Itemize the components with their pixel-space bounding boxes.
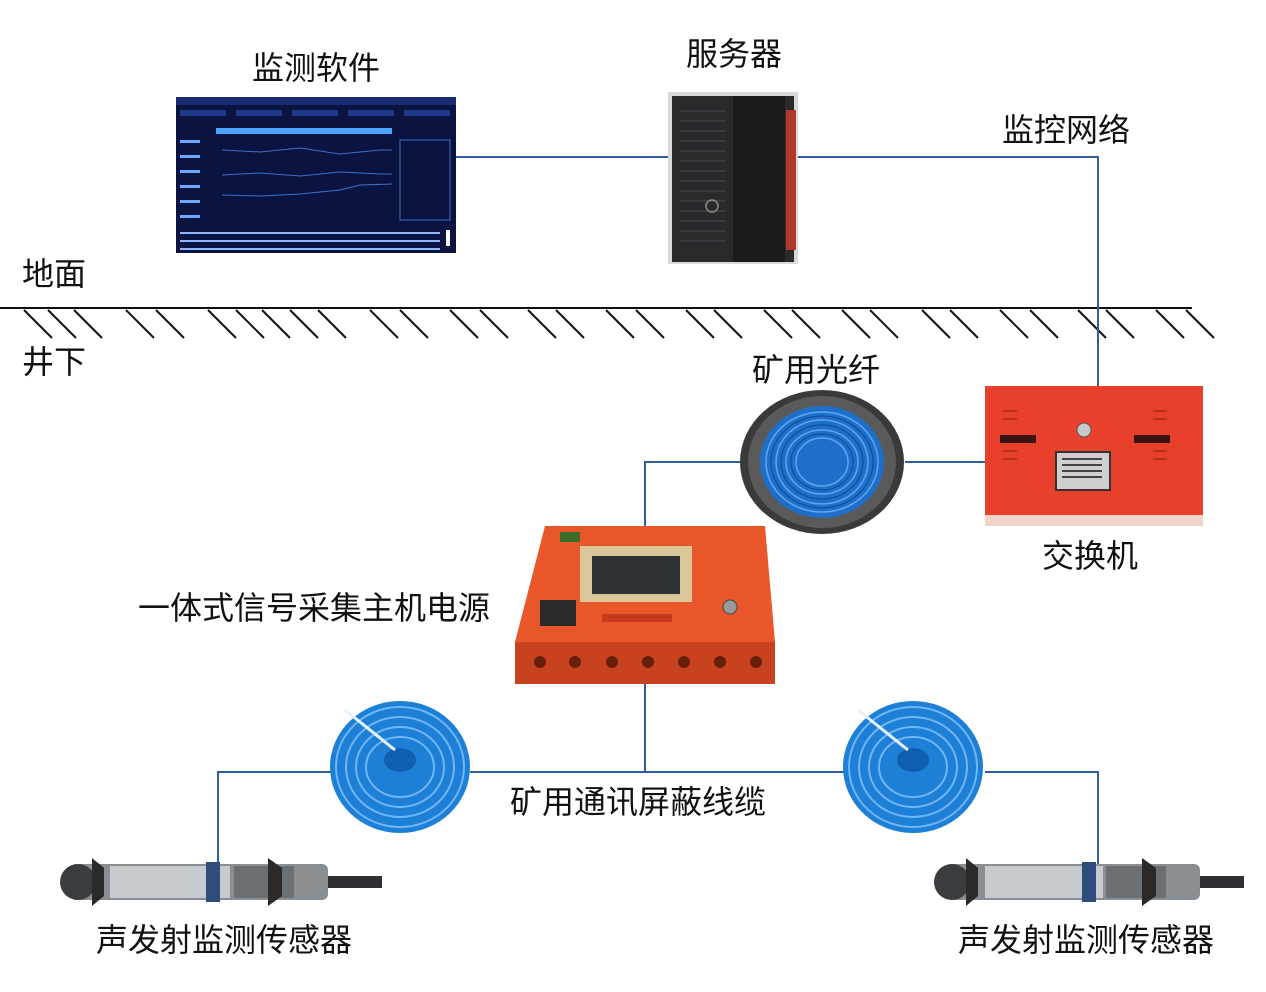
fiber-label: 矿用光纤 xyxy=(752,351,881,389)
network-label: 监控网络 xyxy=(1002,111,1131,149)
fiber-optic-reel-icon xyxy=(740,390,904,534)
link-server-switch xyxy=(798,156,1099,386)
software-label: 监测软件 xyxy=(252,49,381,87)
tower-server-icon xyxy=(668,92,798,264)
cable-coil-right-icon xyxy=(843,701,983,833)
signal-acquisition-host-box-icon xyxy=(515,526,775,684)
monitoring-software-screenshot-icon xyxy=(176,97,456,253)
connection-lines xyxy=(217,156,1099,876)
sensor-right-label: 声发射监测传感器 xyxy=(958,921,1215,959)
host-label: 一体式信号采集主机电源 xyxy=(138,589,491,627)
switch-label: 交换机 xyxy=(1042,537,1139,575)
link-right-cable-sensor xyxy=(985,771,1099,876)
sensor-left-label: 声发射监测传感器 xyxy=(96,921,353,959)
ground-label: 地面 xyxy=(22,255,87,293)
acoustic-emission-sensor-right-icon xyxy=(934,858,1244,906)
server-label: 服务器 xyxy=(686,35,783,73)
link-host-fiber xyxy=(644,461,740,526)
cable-label: 矿用通讯屏蔽线缆 xyxy=(510,783,767,821)
ground-line xyxy=(0,307,1215,339)
mining-switch-box-icon xyxy=(985,386,1203,526)
underground-label: 井下 xyxy=(22,343,87,381)
link-left-cable-sensor xyxy=(217,771,332,862)
cable-coil-left-icon xyxy=(330,701,470,833)
acoustic-emission-sensor-left-icon xyxy=(60,858,382,906)
